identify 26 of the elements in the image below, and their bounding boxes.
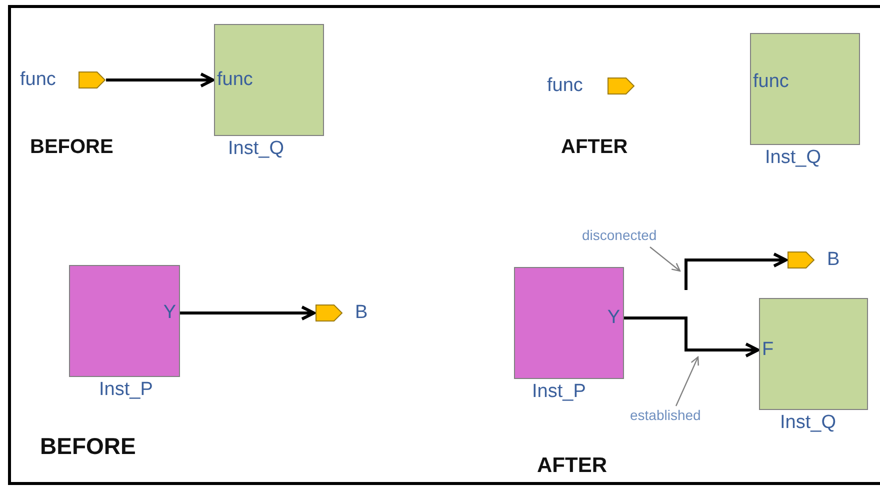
pin-label: func: [217, 70, 253, 90]
wire-arrow: [684, 252, 788, 290]
leader-line: [675, 356, 699, 406]
port-name: func: [20, 70, 56, 90]
caption-label: AFTER: [561, 136, 628, 159]
port-name: B: [827, 250, 840, 270]
instance-name: Inst_P: [532, 382, 586, 402]
instance-name: Inst_Q: [780, 413, 836, 433]
wire-arrow: [624, 316, 760, 358]
wire-arrow: [180, 306, 316, 320]
caption-label: AFTER: [537, 454, 607, 478]
leader-line: [650, 246, 681, 272]
annotation-text: established: [630, 407, 701, 423]
wire-arrow: [106, 72, 214, 88]
port-name: B: [355, 303, 368, 323]
pin-label: Y: [607, 308, 620, 328]
caption-label: BEFORE: [30, 136, 114, 159]
instance-name: Inst_Q: [228, 139, 284, 159]
caption-label: BEFORE: [40, 433, 136, 460]
instance-name: Inst_P: [99, 380, 153, 400]
pin-label: func: [753, 72, 789, 92]
instance-name: Inst_Q: [765, 148, 821, 168]
pin-label: F: [762, 340, 774, 360]
port-name: func: [547, 76, 583, 96]
annotation-text: disconected: [582, 227, 657, 243]
pin-label: Y: [163, 303, 176, 323]
